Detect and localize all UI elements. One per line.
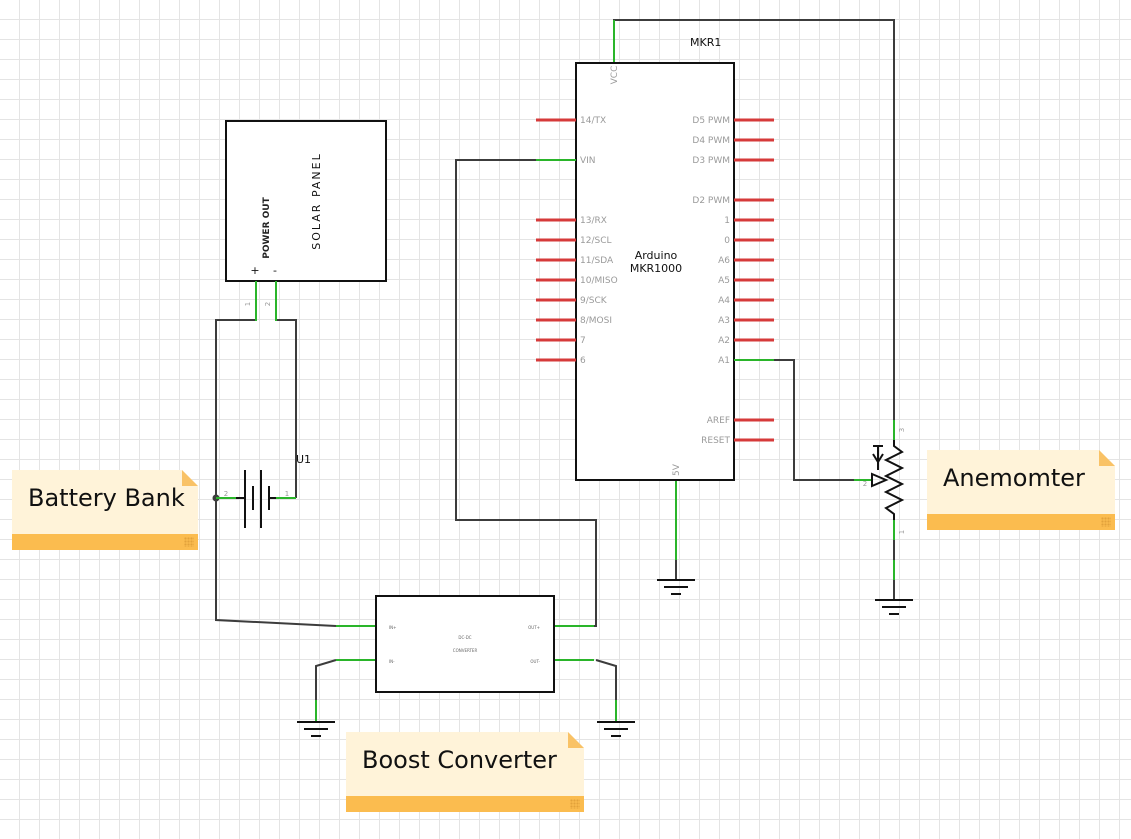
arduino-pin-left-label: 11/SDA bbox=[580, 256, 614, 266]
note-battery-bank-text: Battery Bank bbox=[28, 484, 185, 512]
arduino-pin-right-label: 1 bbox=[724, 216, 730, 226]
wire-boost-out-plus[interactable] bbox=[576, 600, 597, 627]
arduino-5v-label: 5V bbox=[672, 463, 682, 476]
arduino-pin-right-label: D5 PWM bbox=[692, 116, 730, 126]
arduino-pin-left-label: 7 bbox=[580, 336, 586, 346]
battery-ref-label: U1 bbox=[296, 453, 311, 466]
boost-converter[interactable]: DC-DC CONVERTER IN+ IN- OUT+ OUT- bbox=[336, 595, 594, 693]
pot-pin2-number: 2 bbox=[863, 480, 867, 488]
arduino-pin-left-label: 10/MISO bbox=[580, 276, 618, 286]
arduino-right-pins: D5 PWM D4 PWM D3 PWM D2 PWM 1 0A6A5A4A3A2A1AR… bbox=[692, 116, 774, 446]
arduino-pin-right-label: D2 PWM bbox=[692, 196, 730, 206]
note-boost-converter-text: Boost Converter bbox=[362, 746, 557, 774]
arduino-body[interactable] bbox=[575, 62, 735, 481]
arduino-pin-right-label: A5 bbox=[718, 276, 730, 286]
arduino-pin-left-label: VIN bbox=[580, 156, 596, 166]
converter-out-plus-label: OUT+ bbox=[528, 625, 540, 630]
battery-u1[interactable]: U1 2 1 bbox=[216, 453, 311, 528]
converter-in-plus-label: IN+ bbox=[389, 625, 397, 630]
converter-body[interactable] bbox=[375, 595, 555, 693]
arduino-pin-right-label: A1 bbox=[718, 356, 730, 366]
arduino-pin-left-label: 14/TX bbox=[580, 116, 606, 126]
ground-symbol-icon bbox=[657, 579, 695, 595]
arduino-pin-right-label: RESET bbox=[701, 436, 730, 446]
arduino-pin-left-label: 12/SCL bbox=[580, 236, 612, 246]
arduino-pin-right-label: A2 bbox=[718, 336, 730, 346]
converter-in-minus-label: IN- bbox=[389, 659, 395, 664]
ground-symbol-icon bbox=[297, 700, 335, 737]
arduino-pin-right-label: A4 bbox=[718, 296, 730, 306]
arduino-pin-left-label: 9/SCK bbox=[580, 296, 608, 306]
solar-panel-body[interactable] bbox=[225, 120, 387, 282]
ground-symbol-icon bbox=[875, 599, 913, 615]
arduino-mkr1000[interactable]: MKR1 Arduino MKR1000 VCC 5V 14/TX VIN 13/R… bbox=[536, 20, 774, 520]
solar-power-out-label: POWER OUT bbox=[262, 196, 272, 258]
note-anemometer-text: Anemomter bbox=[943, 464, 1085, 492]
pot-resistor-zigzag bbox=[883, 440, 905, 520]
note-fold-icon bbox=[1099, 450, 1115, 466]
converter-out-minus-label: OUT- bbox=[530, 659, 540, 664]
solar-pin2-number: 2 bbox=[264, 302, 272, 306]
note-boost-converter[interactable]: Boost Converter bbox=[346, 732, 584, 812]
note-anemometer[interactable]: Anemomter bbox=[927, 450, 1115, 530]
solar-plus-label: + bbox=[250, 264, 259, 277]
arduino-pin-right-label: AREF bbox=[707, 416, 730, 426]
wire-battery-to-boost[interactable] bbox=[215, 498, 337, 627]
arduino-pin-right-label: D3 PWM bbox=[692, 156, 730, 166]
arduino-vcc-label: VCC bbox=[610, 66, 620, 85]
arduino-pin-left-label: 6 bbox=[580, 356, 586, 366]
pot-pin1-number: 1 bbox=[898, 530, 906, 534]
arduino-left-pins: 14/TX VIN 13/RX 12/SCL 11/SDA 10/MISO 9/SCK 8/M… bbox=[536, 116, 618, 366]
potentiometer[interactable]: 3 2 1 bbox=[854, 420, 906, 540]
arduino-pin-right-label: A6 bbox=[718, 256, 730, 266]
wire-solar-minus[interactable] bbox=[276, 319, 297, 498]
converter-subtitle: CONVERTER bbox=[453, 648, 478, 653]
arduino-pin-right-label: 0 bbox=[724, 236, 730, 246]
wire-a1-to-pot[interactable] bbox=[774, 359, 854, 481]
pot-pin3-number: 3 bbox=[898, 428, 906, 432]
pot-wiper-arrow-icon bbox=[871, 472, 889, 488]
wire-solar-plus[interactable] bbox=[215, 319, 256, 498]
note-battery-bank[interactable]: Battery Bank bbox=[12, 470, 198, 550]
arduino-pin-left-label: 13/RX bbox=[580, 216, 607, 226]
arduino-name-line2: MKR1000 bbox=[630, 262, 682, 275]
arduino-pin-left-label: 8/MOSI bbox=[580, 316, 612, 326]
resize-grip-icon[interactable] bbox=[1101, 517, 1111, 527]
wire-vin-to-boost[interactable] bbox=[455, 159, 597, 600]
wire-boost-out-minus-gnd[interactable] bbox=[595, 659, 617, 700]
wire-boost-in-minus-gnd[interactable] bbox=[315, 659, 337, 700]
solar-pin1-number: 1 bbox=[244, 302, 252, 306]
arduino-name-line1: Arduino bbox=[635, 249, 678, 262]
solar-panel[interactable]: SOLAR PANEL POWER OUT + - 1 2 bbox=[225, 120, 387, 321]
solar-panel-title: SOLAR PANEL bbox=[310, 152, 323, 249]
ground-symbol-icon bbox=[597, 700, 635, 737]
resize-grip-icon[interactable] bbox=[570, 799, 580, 809]
resize-grip-icon[interactable] bbox=[184, 537, 194, 547]
ground-5v-stub bbox=[675, 500, 895, 580]
arduino-ref-label: MKR1 bbox=[690, 36, 721, 49]
converter-title: DC-DC bbox=[458, 635, 471, 640]
battery-pin-left-number: 2 bbox=[224, 490, 228, 498]
battery-pin-right-number: 1 bbox=[285, 490, 289, 498]
arduino-pin-right-label: D4 PWM bbox=[692, 136, 730, 146]
note-fold-icon bbox=[568, 732, 584, 748]
solar-minus-label: - bbox=[273, 264, 277, 277]
arduino-pin-right-label: A3 bbox=[718, 316, 730, 326]
